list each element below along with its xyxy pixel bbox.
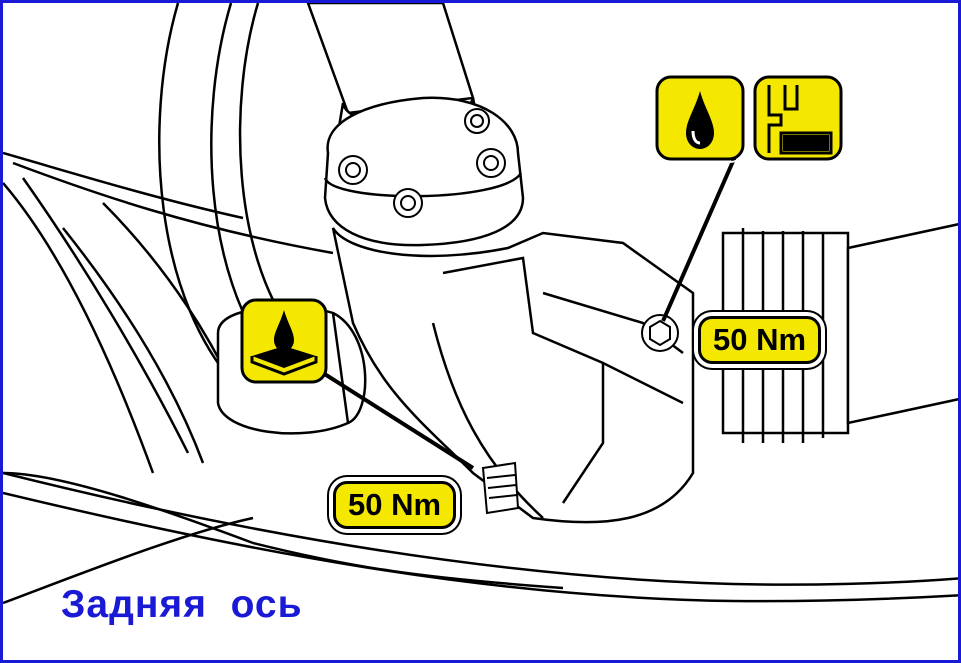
oil-drop-icon — [653, 73, 747, 163]
fill-plug — [641, 314, 679, 352]
torque-label-drain-plug: 50 Nm — [333, 481, 456, 529]
torque-label-fill-plug: 50 Nm — [698, 316, 821, 364]
tire-curve — [3, 471, 958, 603]
oil-drain-icon — [238, 296, 330, 386]
caption-rear-axle: Задняя ось — [61, 583, 303, 626]
drain-plug — [481, 461, 520, 515]
leader-lines — [321, 142, 743, 470]
oil-level-icon — [751, 73, 845, 163]
rear-axle-illustration — [3, 3, 958, 605]
flange-bolts — [338, 108, 506, 218]
gear-housing — [331, 227, 695, 524]
wheel-outline — [3, 3, 334, 605]
